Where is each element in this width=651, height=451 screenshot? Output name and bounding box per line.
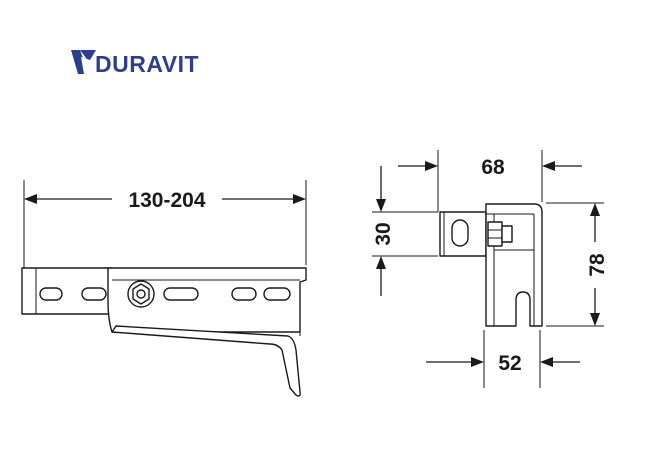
support-leg: [111, 325, 301, 397]
base-width-label: 52: [498, 352, 521, 375]
front-bolt-icon: [487, 221, 513, 247]
duravit-logo: DURAVIT: [71, 50, 199, 77]
front-view: 68 30 78: [372, 150, 609, 388]
total-height-label: 78: [586, 253, 609, 277]
length-dimension: 130-204: [23, 180, 307, 312]
bolt-icon: [127, 280, 155, 308]
rail-slot-1: [39, 287, 63, 301]
front-width-label: 68: [481, 156, 505, 179]
body-slot-1: [163, 287, 199, 301]
side-view: 130-204: [21, 180, 307, 397]
width-68-dimension: 68: [398, 150, 582, 212]
height-78-dimension: 78: [546, 202, 609, 327]
width-52-dimension: 52: [426, 330, 580, 388]
length-range-label: 130-204: [128, 189, 205, 212]
duravit-emblem-icon: [71, 50, 96, 74]
body-slot-3: [263, 287, 291, 301]
bracket-body: [107, 267, 307, 333]
body-slot-2: [231, 287, 257, 301]
offset-height-label: 30: [372, 222, 395, 245]
rail-slot-2: [81, 287, 107, 301]
front-slot: [451, 219, 469, 247]
brand-name: DURAVIT: [95, 51, 199, 77]
height-30-dimension: 30: [372, 166, 438, 296]
